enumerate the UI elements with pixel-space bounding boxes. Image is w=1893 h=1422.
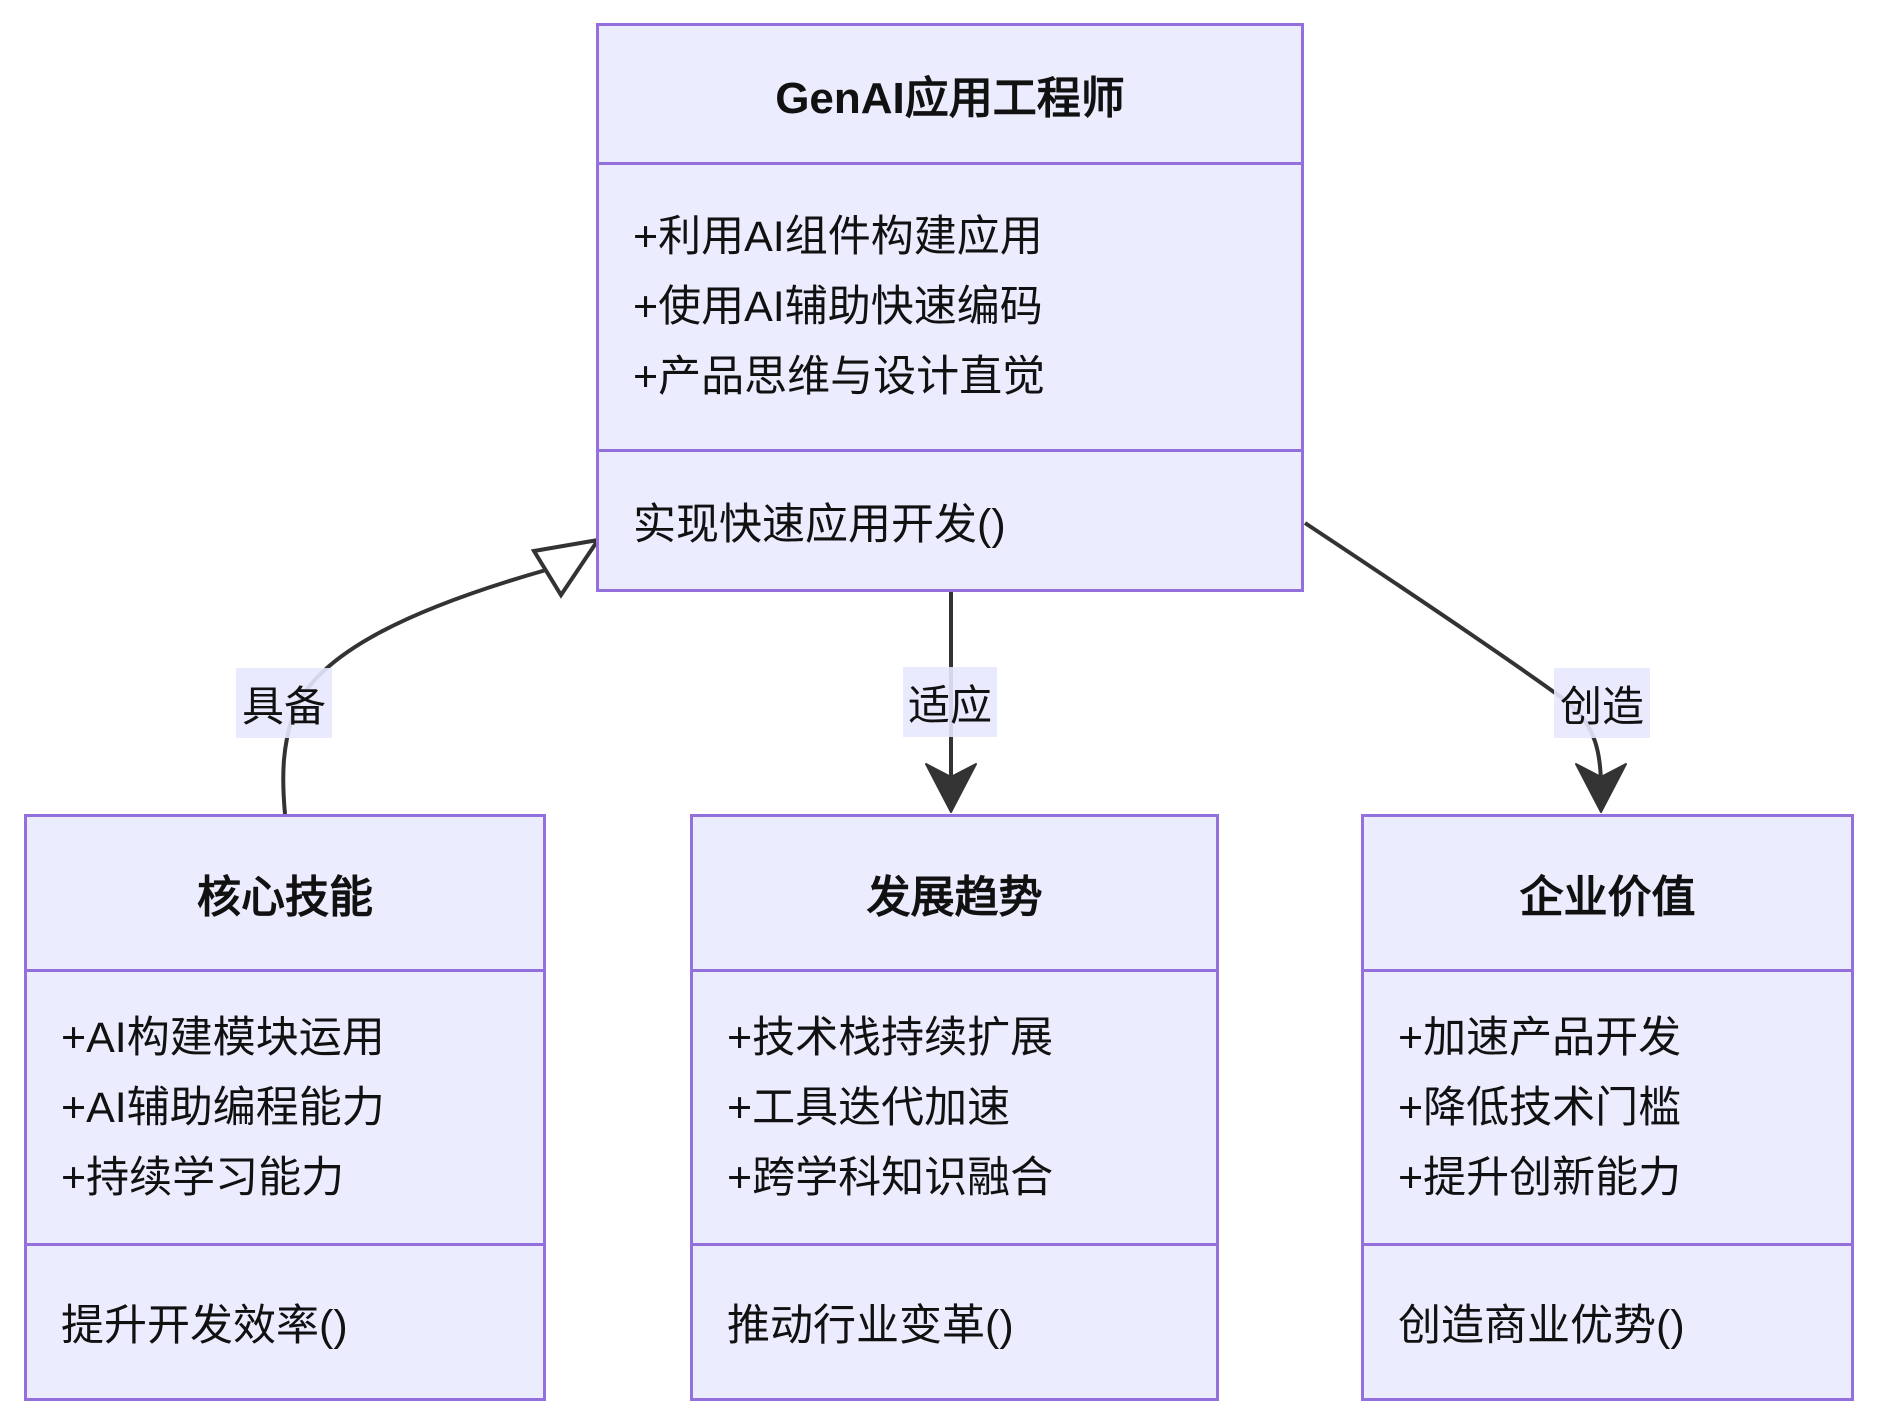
class-attribute: +提升创新能力 [1398,1153,1682,1202]
class-method: 提升开发效率() [61,1302,348,1350]
class-box-core-skills: 核心技能 +AI构建模块运用 +AI辅助编程能力 +持续学习能力 提升开发效率(… [24,814,546,1401]
class-attribute: +降低技术门槛 [1398,1083,1682,1132]
class-attributes: +技术栈持续扩展 +工具迭代加速 +跨学科知识融合 [693,972,1216,1243]
hollow-triangle-arrowhead [530,537,603,599]
edge-create-path [1303,521,1603,789]
class-attributes: +利用AI组件构建应用 +使用AI辅助快速编码 +产品思维与设计直觉 [599,165,1301,449]
class-methods: 提升开发效率() [27,1243,543,1398]
class-attribute: +持续学习能力 [61,1153,345,1202]
class-title: 核心技能 [27,817,543,972]
edge-label-create: 创造 [1554,668,1650,738]
class-attributes: +加速产品开发 +降低技术门槛 +提升创新能力 [1364,972,1851,1243]
class-methods: 推动行业变革() [693,1243,1216,1398]
class-attributes: +AI构建模块运用 +AI辅助编程能力 +持续学习能力 [27,972,543,1243]
filled-arrowhead-create [1575,763,1627,813]
edge-label-adapt: 适应 [903,667,997,737]
class-attribute: +产品思维与设计直觉 [633,353,1046,401]
class-attribute: +AI辅助编程能力 [61,1083,385,1132]
class-method: 推动行业变革() [727,1302,1014,1350]
class-attribute: +加速产品开发 [1398,1013,1682,1062]
class-attribute: +利用AI组件构建应用 [633,213,1043,261]
class-method: 实现快速应用开发() [633,500,1006,549]
class-methods: 创造商业优势() [1364,1243,1851,1398]
class-attribute: +跨学科知识融合 [727,1153,1054,1202]
class-title: 发展趋势 [693,817,1216,972]
class-box-development-trends: 发展趋势 +技术栈持续扩展 +工具迭代加速 +跨学科知识融合 推动行业变革() [690,814,1219,1401]
filled-arrowhead-adapt [925,763,977,813]
class-method: 创造商业优势() [1398,1302,1685,1350]
edge-label-possess: 具备 [236,668,332,738]
class-attribute: +工具迭代加速 [727,1083,1011,1132]
class-methods: 实现快速应用开发() [599,449,1301,589]
class-attribute: +使用AI辅助快速编码 [633,283,1043,331]
class-attribute: +AI构建模块运用 [61,1013,385,1062]
class-title: 企业价值 [1364,817,1851,972]
class-attribute: +技术栈持续扩展 [727,1013,1054,1062]
class-box-enterprise-value: 企业价值 +加速产品开发 +降低技术门槛 +提升创新能力 创造商业优势() [1361,814,1854,1401]
class-box-genai-app-engineer: GenAI应用工程师 +利用AI组件构建应用 +使用AI辅助快速编码 +产品思维… [596,23,1304,592]
class-title: GenAI应用工程师 [599,26,1301,165]
